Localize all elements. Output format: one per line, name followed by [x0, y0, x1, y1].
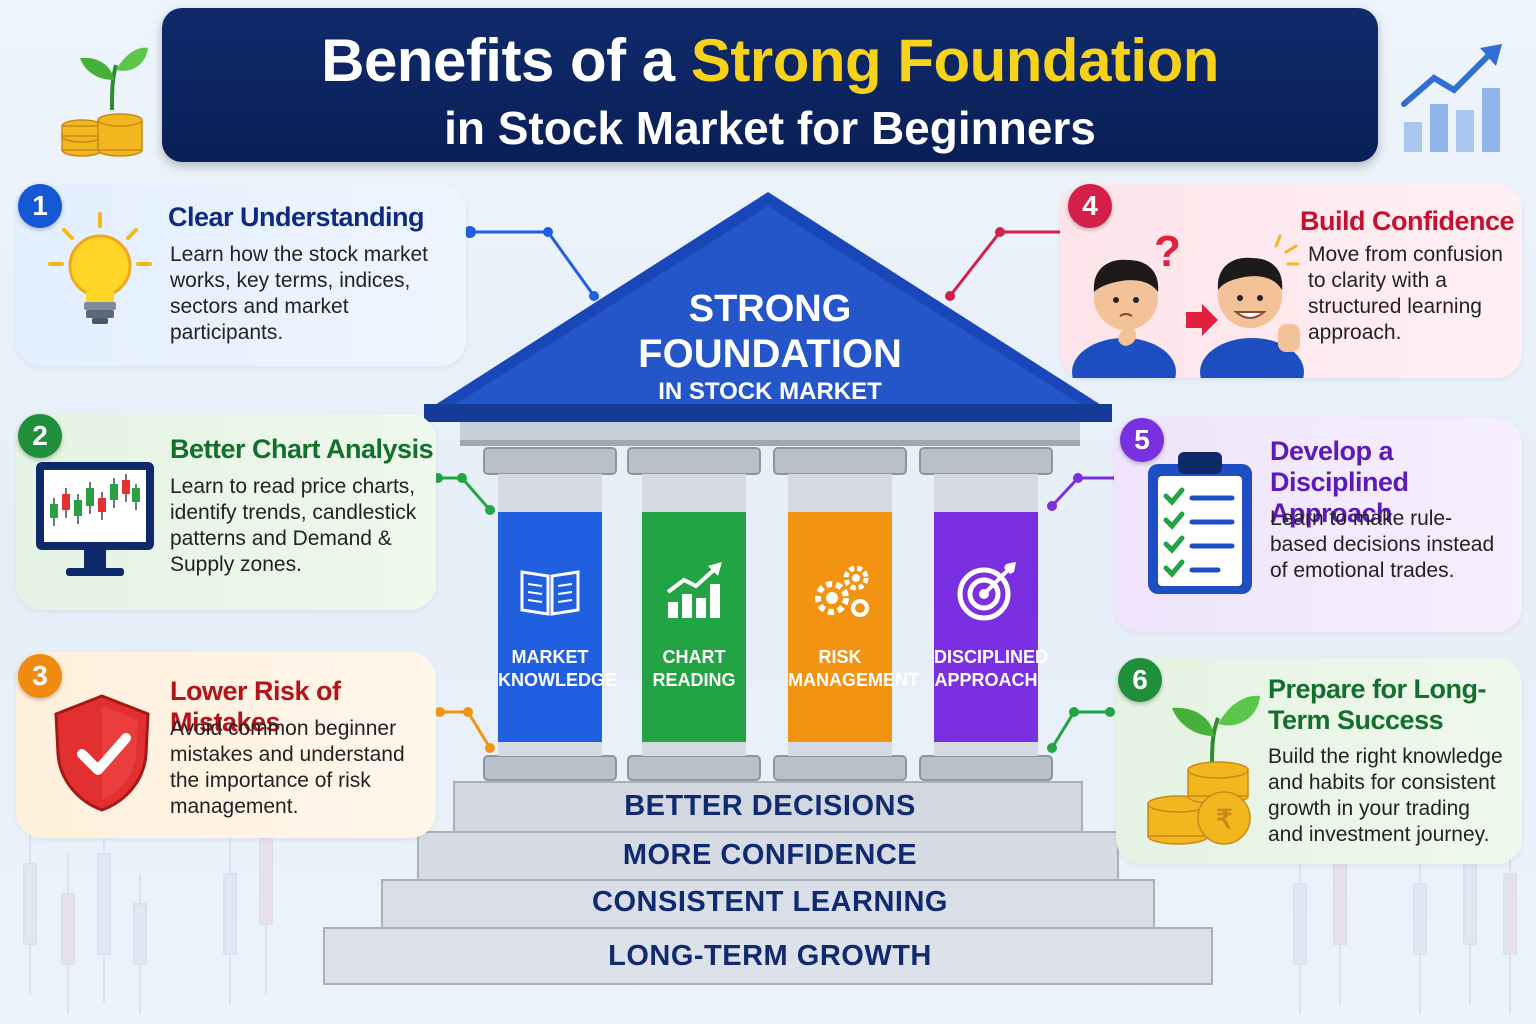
benefit-text-4: Move from confusion to clarity with a st…	[1308, 243, 1503, 344]
benefit-text-5: Learn to make rule-based decisions inste…	[1270, 507, 1495, 582]
open-book-icon	[520, 570, 580, 616]
pillar-market-knowledge	[498, 512, 602, 742]
checklist-clipboard-icon	[1148, 452, 1252, 594]
roof-line-2: FOUNDATION	[638, 332, 902, 376]
benefit-title-6: Prepare for Long-Term Success	[1268, 674, 1487, 735]
title-line-2: in Stock Market for Beginners	[444, 102, 1096, 154]
benefit-number-3: 3	[18, 654, 62, 698]
roof-line-3: IN STOCK MARKET	[658, 378, 882, 405]
pillar-disciplined-approach	[934, 512, 1038, 742]
svg-text:₹: ₹	[1216, 804, 1233, 834]
benefit-text-2: Learn to read price charts, identify tre…	[170, 475, 417, 576]
benefit-number-1: 1	[18, 184, 62, 228]
benefit-number-6: 6	[1118, 658, 1162, 702]
benefit-number-5: 5	[1120, 418, 1164, 462]
benefit-title-1: Clear Understanding	[168, 202, 425, 232]
pillar-label-risk-management: RISK MANAGEMENT	[788, 647, 919, 690]
pillar-chart-reading	[642, 512, 746, 742]
benefit-title-3: Lower Risk of Mistakes	[170, 676, 341, 737]
benefit-title-5: Develop a Disciplined Approach	[1270, 436, 1409, 528]
gears-icon	[815, 565, 869, 617]
pillar-label-disciplined-approach: DISCIPLINED APPROACH	[934, 647, 1049, 690]
pillar-label-chart-reading: CHART READING	[652, 647, 736, 690]
background-candles	[23, 804, 1517, 1014]
benefit-card-6: ₹ Prepare for Long-Term Success Build th…	[1116, 658, 1522, 864]
coins-plant-icon	[61, 47, 148, 157]
lightbulb-icon	[48, 212, 152, 324]
step-better-decisions: BETTER DECISIONS	[624, 790, 916, 822]
shield-check-icon	[54, 694, 150, 812]
growth-bar-chart-icon	[1401, 44, 1502, 152]
growth-chart-icon	[666, 562, 722, 618]
coins-plant-icon: ₹	[1147, 695, 1260, 845]
step-long-term-growth: LONG-TERM GROWTH	[608, 940, 932, 972]
pillar-risk-management	[788, 512, 892, 742]
benefit-number-4: 4	[1068, 184, 1112, 228]
benefit-text-3: Avoid common beginner mistakes and under…	[170, 717, 405, 818]
title-banner: Benefits of a Strong Foundation in Stock…	[162, 8, 1378, 162]
step-consistent-learning: CONSISTENT LEARNING	[592, 886, 948, 918]
benefit-card-5: Develop a Disciplined Approach Learn to …	[1114, 418, 1522, 632]
benefit-card-3: Lower Risk of Mistakes Avoid common begi…	[16, 652, 436, 838]
pillar-label-market-knowledge: MARKET KNOWLEDGE	[498, 647, 617, 690]
confused-to-happy-icon: ?	[1072, 227, 1304, 378]
benefit-text-6: Build the right knowledge and habits for…	[1268, 745, 1503, 846]
benefit-card-1: Clear Understanding Learn how the stock …	[16, 184, 466, 366]
benefit-text-1: Learn how the stock market works, key te…	[170, 243, 428, 344]
step-more-confidence: MORE CONFIDENCE	[622, 839, 918, 871]
roof-line-1: STRONG	[688, 288, 852, 330]
target-icon	[957, 562, 1016, 621]
title-prefix: Benefits of a	[321, 27, 675, 94]
benefit-card-4: ? Build Confidence Move from confusion t…	[1060, 184, 1522, 378]
title-highlight: Strong Foundation	[690, 27, 1220, 94]
benefit-title-4: Build Confidence	[1300, 206, 1515, 236]
benefit-title-2: Better Chart Analysis	[170, 434, 434, 464]
title-line-1: Benefits of a Strong Foundation	[162, 26, 1378, 95]
monitor-chart-icon	[36, 462, 154, 576]
benefit-number-2: 2	[18, 414, 62, 458]
svg-text:?: ?	[1154, 227, 1181, 276]
benefit-card-2: Better Chart Analysis Learn to read pric…	[16, 414, 436, 610]
